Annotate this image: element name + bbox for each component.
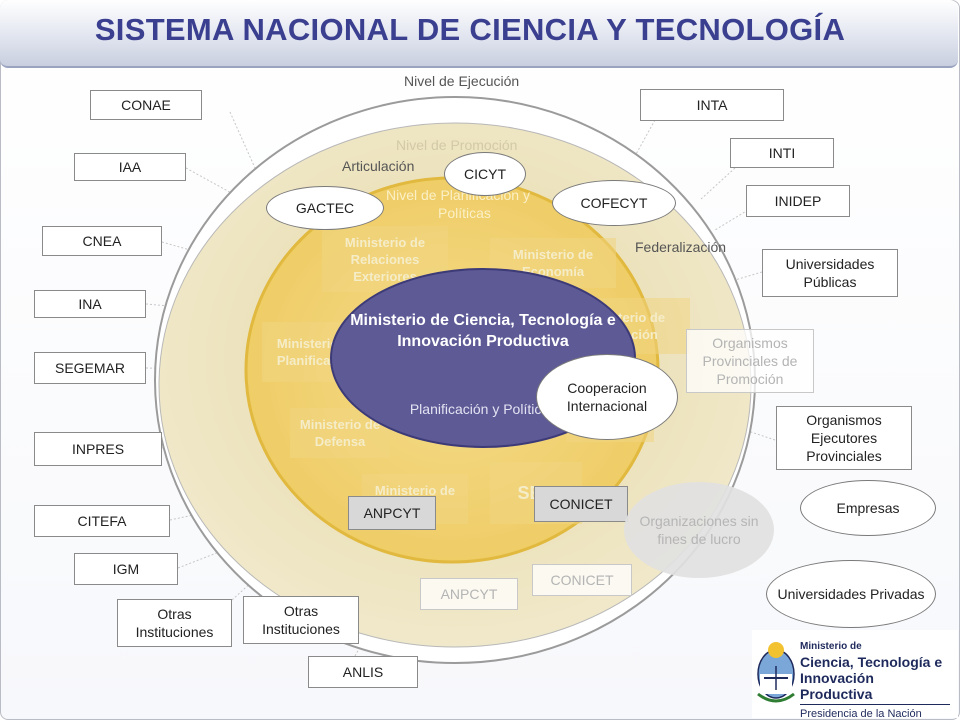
institution-citefa: CITEFA	[34, 505, 170, 537]
institution-conae: CONAE	[90, 90, 202, 120]
node-cofecyt: COFECYT	[552, 180, 676, 226]
institution-inidep: INIDEP	[746, 185, 850, 217]
institution-empresas: Empresas	[800, 480, 936, 536]
institution-cnea: CNEA	[42, 226, 162, 256]
logo-text: Ministerio de Ciencia, Tecnología e Inno…	[800, 640, 950, 721]
title-bar	[0, 0, 958, 68]
node-cooperacion-internacional: Cooperacion Internacional	[536, 354, 678, 440]
institution-segemar: SEGEMAR	[34, 352, 146, 384]
logo-line-3: Presidencia de la Nación	[800, 704, 950, 721]
institution-organizaciones-sin-fines-de-lucro: Organizaciones sin fines de lucro	[624, 482, 774, 578]
node-anpcyt-faded: ANPCYT	[420, 578, 518, 610]
label-nivel-promocion: Nivel de Promoción	[396, 137, 518, 153]
central-ministry-subtitle: Planificación y Políticas	[409, 401, 557, 417]
institution-organismos-ejecutores-provinciales: Organismos Ejecutores Provinciales	[776, 406, 912, 470]
node-conicet-faded: CONICET	[532, 564, 632, 596]
ministry-logo: Ministerio de Ciencia, Tecnología e Inno…	[752, 630, 958, 721]
institution-inti: INTI	[730, 138, 834, 168]
node-gactec: GACTEC	[266, 186, 384, 230]
institution-anlis: ANLIS	[308, 656, 418, 688]
institution-universidades-publicas: Universidades Públicas	[762, 249, 898, 297]
institution-otras-1: Otras Instituciones	[117, 599, 232, 647]
argentina-coat-of-arms-icon	[757, 642, 795, 703]
label-nivel-ejecucion: Nivel de Ejecución	[404, 73, 520, 89]
institution-iaa: IAA	[74, 153, 186, 181]
institution-organismos-provinciales-promocion: Organismos Provinciales de Promoción	[686, 329, 814, 393]
logo-line-2: Ciencia, Tecnología e Innovación Product…	[800, 654, 943, 702]
label-articulacion: Articulación	[342, 158, 415, 174]
ministry-defensa: Ministerio de Defensa	[290, 408, 390, 458]
institution-inpres: INPRES	[34, 432, 162, 466]
institution-igm: IGM	[74, 553, 178, 585]
institution-universidades-privadas: Universidades Privadas	[766, 560, 936, 628]
institution-ina: INA	[34, 290, 146, 318]
node-cicyt: CICYT	[444, 152, 526, 196]
institution-inta: INTA	[640, 89, 784, 121]
page-title: SISTEMA NACIONAL DE CIENCIA Y TECNOLOGÍA	[94, 12, 846, 47]
label-nivel-planificacion-2: Políticas	[438, 205, 491, 221]
institution-otras-2: Otras Instituciones	[243, 596, 359, 644]
logo-line-1: Ministerio de	[800, 641, 862, 652]
node-conicet: CONICET	[534, 486, 628, 522]
node-anpcyt: ANPCYT	[348, 496, 436, 530]
label-federalizacion: Federalización	[635, 239, 727, 255]
central-ministry-title: Ministerio de Ciencia, Tecnología e Inno…	[350, 312, 616, 350]
